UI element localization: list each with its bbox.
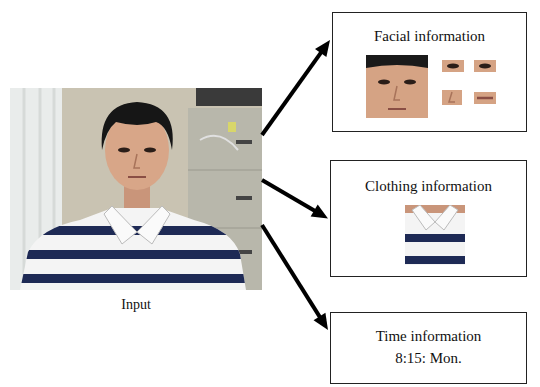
- arrow-line: [262, 51, 322, 135]
- arrow-head: [311, 204, 328, 218]
- input-photo: [10, 88, 262, 290]
- input-image: Input: [10, 88, 262, 320]
- node-heading: Clothing information: [331, 177, 526, 195]
- info-box: Clothing information: [330, 160, 527, 277]
- node-value: 8:15: Mon.: [331, 349, 526, 367]
- node-heading: Input: [10, 296, 262, 314]
- node-heading: Time information: [331, 327, 526, 345]
- arrow-head: [315, 40, 330, 57]
- arrow-line: [262, 225, 321, 318]
- info-box: Time information 8:15: Mon.: [330, 312, 527, 384]
- clothing-crop: [405, 205, 465, 265]
- arrow-connector: [262, 40, 330, 135]
- node-heading: Facial information: [333, 27, 526, 45]
- facial-crops: [366, 55, 496, 118]
- arrow-head: [314, 313, 328, 330]
- arrow-line: [262, 180, 316, 211]
- arrow-connector: [262, 180, 328, 219]
- info-box: Facial information: [332, 12, 527, 132]
- arrow-connector: [262, 225, 328, 330]
